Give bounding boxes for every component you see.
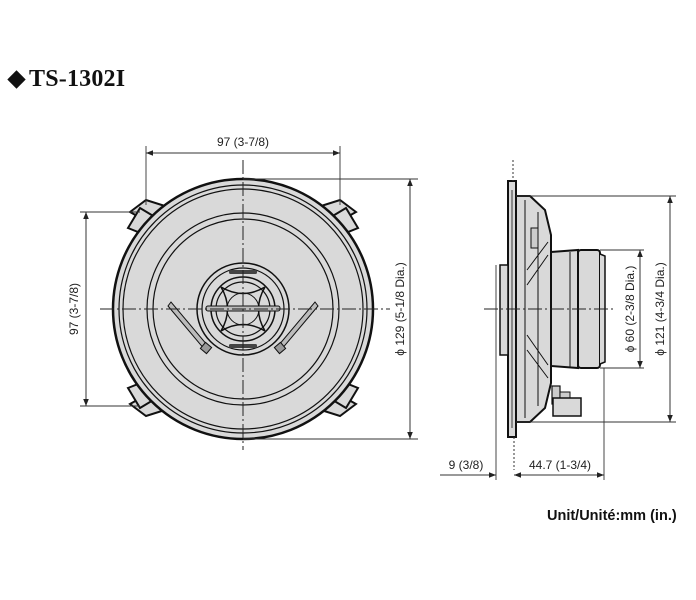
magnet-diameter-dimension: ϕ 60 (2-3/8 Dia.) — [623, 266, 637, 353]
flange-depth-dimension: 9 (3/8) — [449, 458, 484, 472]
mount-depth-dimension: 44.7 (1-3/4) — [529, 458, 591, 472]
height-dimension: 97 (3-7/8) — [67, 283, 81, 335]
front-view: 97 (3-7/8) 97 (3-7/8) ϕ 129 (5-1/8 Dia.) — [67, 135, 418, 450]
side-view: ϕ 60 (2-3/8 Dia.) ϕ 121 (4-3/4 Dia.) 9 (… — [440, 160, 676, 480]
model-name: TS-1302I — [29, 66, 126, 92]
center-lines — [100, 160, 390, 450]
outer-diameter-dimension: ϕ 129 (5-1/8 Dia.) — [393, 262, 407, 355]
model-title: TS-1302I — [6, 66, 125, 93]
cutout-diameter-dimension: ϕ 121 (4-3/4 Dia.) — [653, 262, 667, 355]
unit-note: Unit/Unité:mm (in.) — [547, 508, 677, 524]
width-dimension: 97 (3-7/8) — [217, 135, 269, 149]
